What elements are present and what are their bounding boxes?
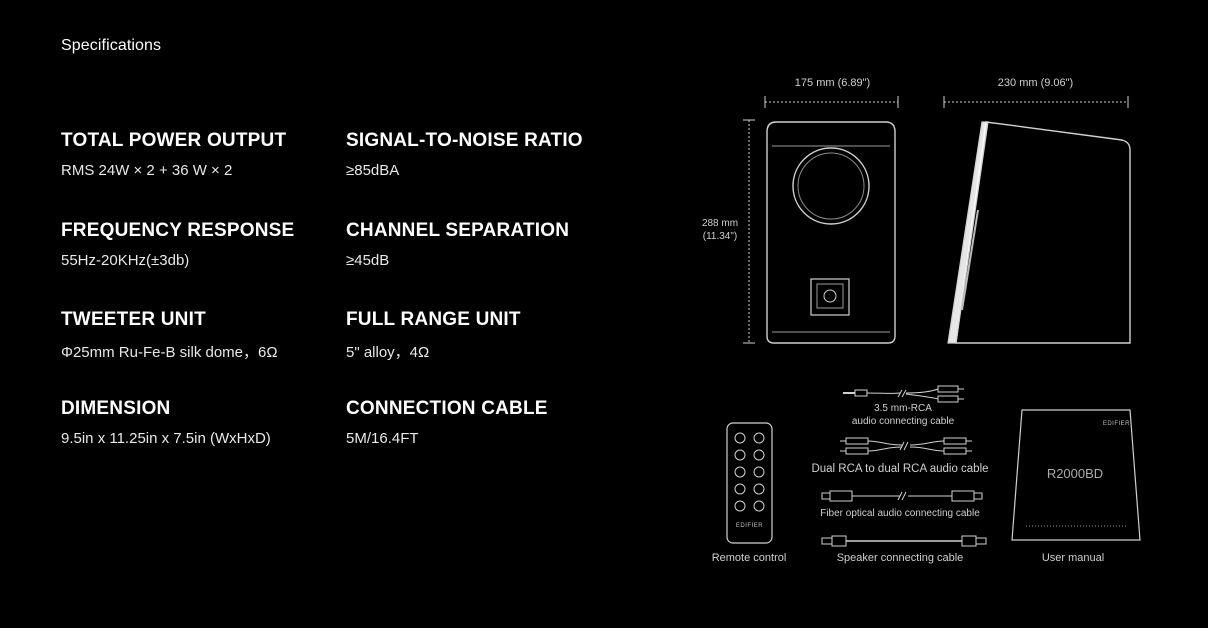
cable-speaker-label: Speaker connecting cable — [836, 552, 964, 564]
height-dimension-label-in: (11.34") — [702, 231, 738, 242]
spec-label: TOTAL POWER OUTPUT — [61, 130, 287, 151]
spec-value: ≥85dBA — [346, 162, 400, 179]
spec-label: SIGNAL-TO-NOISE RATIO — [346, 130, 583, 151]
remote-control-drawing — [726, 422, 773, 544]
spec-value: 5" alloy，4Ω — [346, 344, 430, 361]
cable-35mm-rca-drawing — [843, 385, 964, 403]
cable-fiber-optical-drawing — [821, 490, 983, 502]
cable-fiber-label: Fiber optical audio connecting cable — [820, 508, 980, 519]
cable-speaker-drawing — [821, 535, 987, 547]
depth-dimension-line — [943, 96, 1129, 108]
height-dimension-label-mm: 288 mm — [701, 218, 739, 229]
speaker-side-view — [947, 121, 1131, 344]
user-manual-drawing — [1011, 409, 1141, 541]
spec-frequency-response: FREQUENCY RESPONSE 55Hz-20KHz(±3db) — [61, 220, 294, 269]
spec-total-power-output: TOTAL POWER OUTPUT RMS 24W × 2 + 36 W × … — [61, 130, 286, 179]
spec-value: ≥45dB — [346, 252, 390, 269]
product-diagram: 175 mm (6.89") 230 mm (9.06") 288 mm (11… — [690, 60, 1200, 580]
spec-label: DIMENSION — [61, 398, 171, 419]
spec-value: 9.5in x 11.25in x 7.5in (WxHxD) — [61, 430, 271, 447]
width-dimension-line — [764, 96, 899, 108]
spec-full-range-unit: FULL RANGE UNIT 5" alloy，4Ω — [346, 309, 521, 362]
spec-label: CONNECTION CABLE — [346, 398, 548, 419]
depth-dimension-label: 230 mm (9.06") — [997, 77, 1074, 89]
spec-tweeter-unit: TWEETER UNIT Φ25mm Ru-Fe-B silk dome，6Ω — [61, 309, 278, 362]
spec-dimension: DIMENSION 9.5in x 11.25in x 7.5in (WxHxD… — [61, 398, 271, 447]
cable-dual-rca-label: Dual RCA to dual RCA audio cable — [811, 463, 989, 475]
remote-brand-text: EDIFIER — [735, 523, 764, 529]
speaker-back-view — [766, 121, 896, 344]
spec-value: 5M/16.4FT — [346, 430, 419, 447]
cable-dual-rca-drawing — [840, 437, 972, 455]
spec-signal-to-noise-ratio: SIGNAL-TO-NOISE RATIO ≥85dBA — [346, 130, 583, 179]
page-title: Specifications — [61, 37, 162, 54]
spec-label: FULL RANGE UNIT — [346, 309, 521, 330]
spec-value: 55Hz-20KHz(±3db) — [61, 252, 190, 269]
remote-control-label: Remote control — [711, 552, 787, 564]
spec-label: CHANNEL SEPARATION — [346, 220, 570, 241]
cable-35mm-rca-label-1: 3.5 mm-RCA — [874, 403, 932, 414]
product-line-drawing — [726, 96, 1141, 547]
spec-label: TWEETER UNIT — [61, 309, 206, 330]
spec-label: FREQUENCY RESPONSE — [61, 220, 295, 241]
user-manual-label: User manual — [1041, 552, 1105, 564]
spec-channel-separation: CHANNEL SEPARATION ≥45dB — [346, 220, 569, 269]
height-dimension-line — [743, 119, 755, 344]
spec-value: RMS 24W × 2 + 36 W × 2 — [61, 162, 233, 179]
width-dimension-label: 175 mm (6.89") — [794, 77, 871, 89]
spec-value: Φ25mm Ru-Fe-B silk dome，6Ω — [61, 344, 278, 361]
spec-connection-cable: CONNECTION CABLE 5M/16.4FT — [346, 398, 548, 447]
manual-model-text: R2000BD — [1046, 466, 1104, 481]
manual-brand-text: EDIFIER — [1102, 421, 1130, 427]
cable-35mm-rca-label-2: audio connecting cable — [851, 416, 955, 427]
